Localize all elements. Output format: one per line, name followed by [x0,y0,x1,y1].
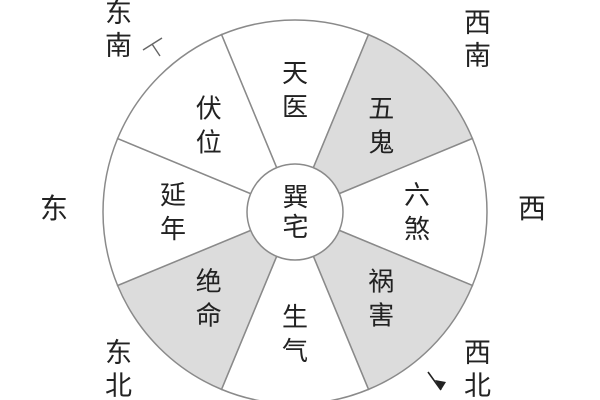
sector-yannian [102,137,297,287]
direction-west: 西 [518,192,547,225]
sector-label-huohai: 祸害 [368,267,394,331]
sector-label-liusha: 六煞 [404,181,430,245]
sector-fuwei [116,33,297,214]
sector-label-wugui: 五鬼 [368,95,394,159]
sector-layer [102,19,488,400]
sector-label-tianyi: 天医 [282,59,308,123]
direction-southeast: 东南 [100,0,131,64]
center-label: 巽宅 [278,183,308,243]
direction-east: 东 [40,192,69,225]
direction-northwest: 西北 [459,338,490,400]
pointer-arrow-icon [427,371,446,391]
sector-tianyi [220,19,370,214]
sector-label-shengqi: 生气 [282,303,308,367]
tick-mark-icon [142,37,163,57]
sector-jueming [116,210,297,391]
sector-label-fuwei: 伏位 [196,95,222,159]
direction-southwest: 西南 [459,8,490,74]
sector-label-jueming: 绝命 [196,267,222,331]
center-circle [246,163,344,261]
sector-shengqi [220,210,370,400]
sector-wugui [293,33,474,214]
sector-label-yannian: 延年 [160,181,186,245]
sector-huohai [293,210,474,391]
direction-northeast: 东北 [100,338,131,400]
sector-label-layer: 天医五鬼六煞祸害生气绝命延年伏位 [160,59,430,367]
sector-liusha [293,137,488,287]
